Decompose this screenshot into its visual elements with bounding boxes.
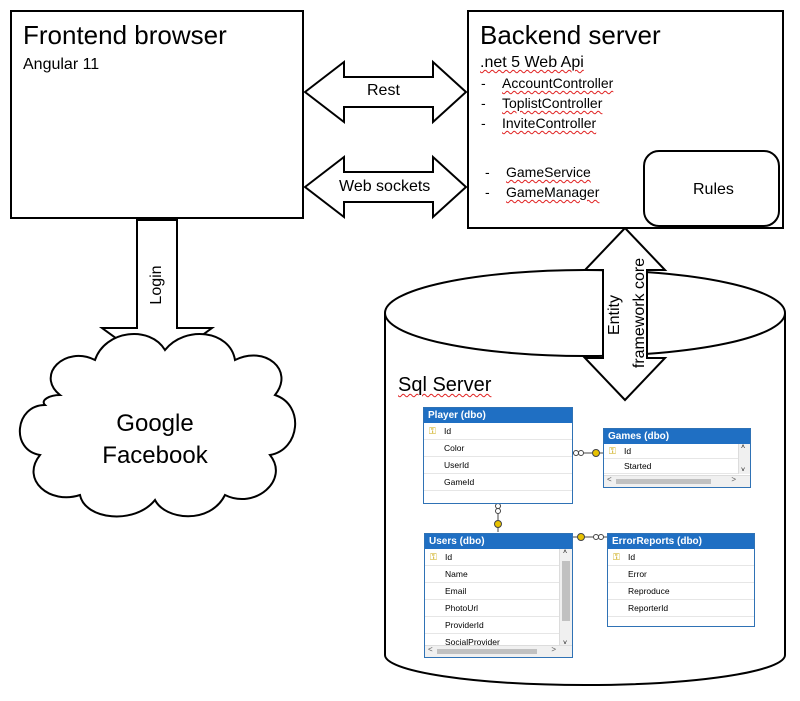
users-col-photourl: PhotoUrl (445, 603, 479, 613)
errors-col-reproduce: Reproduce (628, 586, 670, 596)
table-player-header: Player (dbo) (424, 408, 572, 423)
player-col-id: Id (444, 426, 452, 436)
service-manager: GameManager (506, 184, 600, 200)
backend-subtitle: .net 5 Web Api (480, 54, 584, 71)
service-bullet: - (485, 164, 490, 180)
table-games[interactable]: Games (dbo) ⚿ Id Started ˄˅ <> (603, 428, 751, 488)
controller-bullet: - (481, 115, 486, 131)
entity-label: Entity (606, 295, 623, 336)
database-title: Sql Server (398, 374, 492, 396)
cloud-shape (18, 333, 297, 518)
controller-invite: InviteController (502, 115, 597, 131)
service-game: GameService (506, 164, 591, 180)
rest-arrow (303, 59, 468, 125)
rules-label: Rules (693, 181, 734, 198)
table-errorreports-header: ErrorReports (dbo) (608, 534, 754, 549)
users-col-email: Email (445, 586, 467, 596)
player-col-color: Color (444, 443, 465, 453)
errors-col-error: Error (628, 569, 647, 579)
player-col-gameid: GameId (444, 477, 475, 487)
cloud-google: Google (116, 410, 194, 437)
service-bullet: - (485, 184, 490, 200)
table-games-header: Games (dbo) (604, 429, 750, 444)
entity-framework-arrow (582, 226, 668, 402)
users-col-id: Id (445, 552, 453, 562)
games-col-id: Id (624, 446, 632, 456)
backend-box: Backend server .net 5 Web Api - AccountC… (467, 10, 784, 229)
rest-label: Rest (367, 82, 400, 99)
table-errorreports[interactable]: ErrorReports (dbo) ⚿ Id Error Reproduce R… (607, 533, 755, 627)
rules-box: Rules (643, 150, 780, 227)
player-col-userid: UserId (444, 460, 470, 470)
games-hscrollbar[interactable]: <> (604, 475, 750, 487)
backend-title: Backend server (480, 20, 661, 50)
table-users-header: Users (dbo) (425, 534, 572, 549)
websockets-label: Web sockets (339, 178, 431, 195)
framework-label: framework core (631, 257, 648, 369)
frontend-box: Frontend browser Angular 11 (10, 10, 304, 219)
relationship-endpoints (494, 449, 604, 541)
frontend-title: Frontend browser (23, 20, 227, 50)
controller-bullet: - (481, 75, 486, 91)
cloud-facebook: Facebook (102, 442, 208, 469)
websockets-arrow (303, 154, 468, 220)
users-hscrollbar[interactable]: <> (425, 645, 572, 657)
table-player[interactable]: Player (dbo) ⚿ Id Color UserId GameId (423, 407, 573, 504)
users-scrollbar[interactable]: ˄ ˅ (559, 549, 572, 647)
key-icon: ⚿ (613, 552, 620, 562)
games-scrollbar[interactable]: ˄˅ (738, 444, 750, 474)
errors-col-reporterid: ReporterId (628, 603, 669, 613)
key-icon: ⚿ (429, 426, 436, 436)
users-col-providerid: ProviderId (445, 620, 484, 630)
frontend-subtitle: Angular 11 (23, 56, 100, 73)
controller-toplist: ToplistController (502, 95, 603, 111)
controller-bullet: - (481, 95, 486, 111)
table-users[interactable]: Users (dbo) ⚿ Id Name Email PhotoUrl Prov… (424, 533, 573, 658)
controller-account: AccountController (502, 75, 614, 91)
key-icon: ⚿ (609, 446, 616, 456)
key-icon: ⚿ (430, 552, 437, 562)
users-col-socialprovider: SocialProvider (445, 637, 500, 647)
cloud-text: Google Facebook (70, 408, 240, 472)
games-col-started: Started (624, 461, 652, 471)
login-label: Login (148, 265, 165, 305)
users-col-name: Name (445, 569, 468, 579)
errors-col-id: Id (628, 552, 636, 562)
